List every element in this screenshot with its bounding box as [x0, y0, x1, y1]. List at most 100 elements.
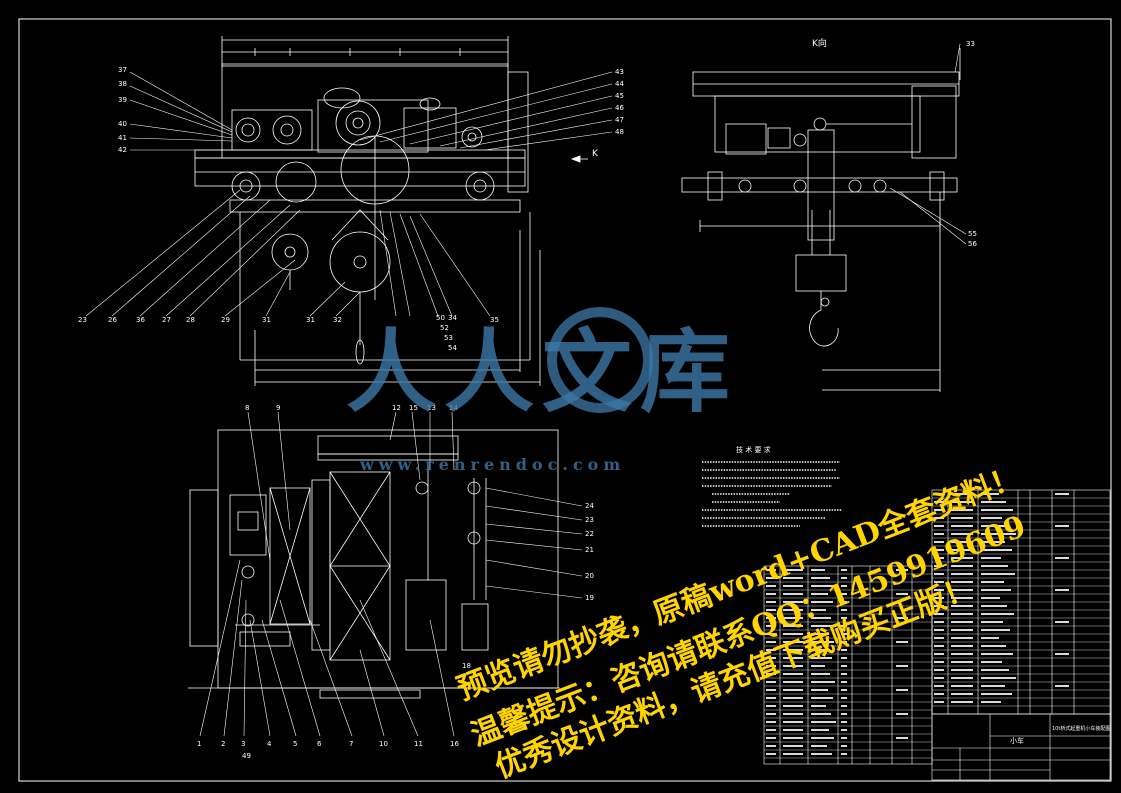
table-cell-mark	[783, 617, 803, 619]
table-cell-mark	[811, 681, 835, 683]
table-cell-mark	[951, 645, 973, 647]
table-cell-mark	[841, 713, 847, 715]
callout-28: 28	[186, 316, 195, 324]
table-cell-mark	[811, 601, 833, 603]
callout-6: 6	[317, 740, 322, 748]
table-cell-mark	[934, 565, 944, 567]
watermark-logo-text: 人人文库	[346, 319, 738, 425]
callout-22: 22	[585, 530, 594, 538]
plan-bottom-leaders	[199, 559, 455, 737]
tech-requirements-title: 技 术 要 求	[736, 445, 771, 454]
table-cell-mark	[841, 569, 847, 571]
table-cell-mark	[896, 617, 908, 619]
left-callout-leaders	[129, 71, 233, 151]
table-cell-mark	[783, 593, 803, 595]
watermark-logo: 人人文库 www.renrendoc.com	[346, 307, 738, 474]
table-cell-mark	[934, 637, 944, 639]
callout-23b: 23	[585, 516, 594, 524]
callout-31b: 31	[306, 316, 315, 324]
table-cell-mark	[934, 685, 944, 687]
table-cell-mark	[766, 593, 776, 595]
table-cell-mark	[766, 689, 776, 691]
table-cell-mark	[981, 589, 1011, 591]
k-arrow-label: K	[592, 149, 599, 159]
table-cell-mark	[811, 721, 836, 723]
table-cell-mark	[951, 621, 973, 623]
logo-circle-icon	[547, 307, 653, 413]
callout-19: 19	[585, 594, 594, 602]
plan-right-leaders	[485, 487, 583, 599]
table-cell-mark	[934, 549, 944, 551]
callout-52: 52	[440, 324, 449, 332]
callout-11: 11	[414, 740, 423, 748]
table-cell-mark	[766, 737, 776, 739]
callout-37: 37	[118, 66, 127, 74]
table-cell-mark	[1055, 557, 1069, 559]
table-cell-mark	[951, 637, 973, 639]
table-cell-mark	[783, 713, 803, 715]
table-cell-mark	[981, 637, 999, 639]
callout-40: 40	[118, 120, 127, 128]
table-cell-mark	[951, 501, 973, 503]
table-cell-mark	[981, 605, 1007, 607]
callout-9: 9	[276, 404, 280, 412]
table-cell-mark	[951, 669, 973, 671]
table-cell-mark	[934, 701, 944, 703]
callout-34: 34	[448, 314, 457, 322]
table-cell-mark	[934, 613, 944, 615]
title-block-part-name: 小车	[1010, 736, 1024, 745]
callout-24: 24	[585, 502, 594, 510]
callout-3: 3	[241, 740, 245, 748]
table-cell-mark	[1055, 621, 1069, 623]
table-cell-mark	[934, 629, 944, 631]
table-cell-mark	[811, 577, 830, 579]
callout-32: 32	[333, 316, 342, 324]
table-cell-mark	[981, 557, 1001, 559]
table-cell-mark	[951, 509, 973, 511]
front-elevation-view	[194, 36, 588, 386]
table-cell-mark	[783, 721, 803, 723]
table-cell-mark	[951, 685, 973, 687]
callout-15: 15	[409, 404, 418, 412]
table-cell-mark	[841, 625, 847, 627]
table-cell-mark	[841, 705, 847, 707]
table-cell-mark	[896, 713, 908, 715]
table-cell-mark	[841, 729, 847, 731]
table-cell-mark	[783, 745, 803, 747]
table-cell-mark	[766, 577, 776, 579]
table-cell-mark	[783, 697, 803, 699]
table-cell-mark	[766, 697, 776, 699]
table-cell-mark	[951, 653, 973, 655]
table-cell-mark	[841, 601, 847, 603]
table-cell-mark	[841, 657, 847, 659]
outer-frame	[18, 18, 1112, 782]
table-cell-mark	[783, 633, 803, 635]
table-cell-mark	[841, 641, 847, 643]
table-cell-mark	[934, 525, 944, 527]
table-cell-mark	[783, 569, 803, 571]
callout-36: 36	[136, 316, 145, 324]
callout-13: 13	[427, 404, 436, 412]
callout-23: 23	[78, 316, 87, 324]
table-cell-mark	[981, 533, 1016, 535]
table-cell-mark	[766, 649, 776, 651]
table-cell-mark	[951, 549, 973, 551]
table-cell-mark	[934, 621, 944, 623]
callout-18: 18	[462, 662, 471, 670]
right-callout-leaders	[359, 71, 613, 151]
callout-38: 38	[118, 80, 127, 88]
table-cell-mark	[783, 665, 803, 667]
table-cell-mark	[934, 661, 944, 663]
table-cell-mark	[811, 697, 833, 699]
table-cell-mark	[841, 697, 847, 699]
table-cell-mark	[766, 665, 776, 667]
callout-35: 35	[490, 316, 499, 324]
table-cell-mark	[766, 705, 776, 707]
k-direction-view	[681, 48, 961, 392]
table-cell-mark	[951, 605, 973, 607]
callout-44: 44	[615, 80, 624, 88]
table-cell-mark	[783, 729, 803, 731]
table-cell-mark	[766, 609, 776, 611]
table-cell-mark	[951, 517, 973, 519]
table-cell-mark	[811, 617, 831, 619]
